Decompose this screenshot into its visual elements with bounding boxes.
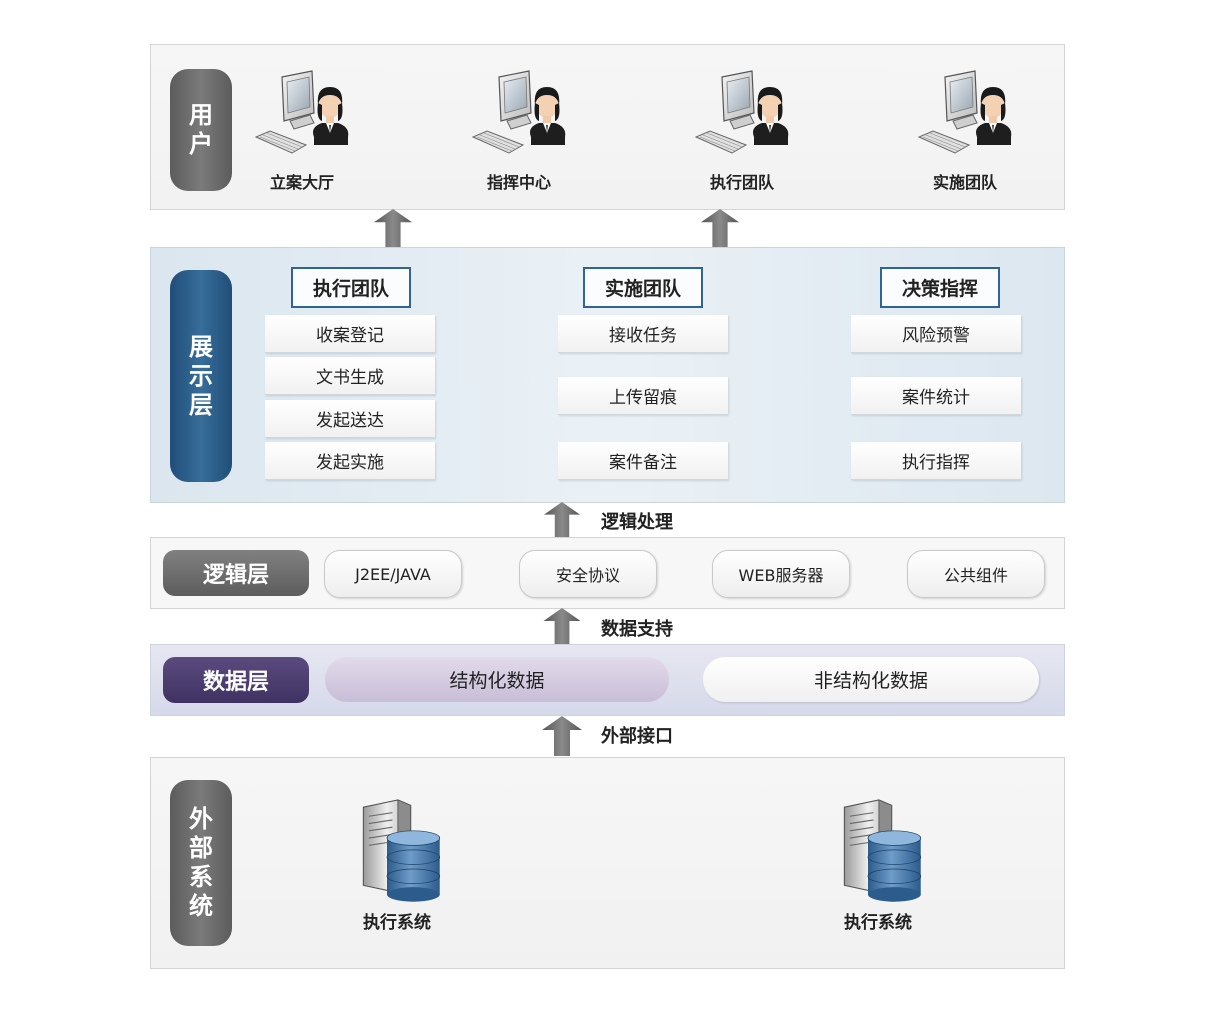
- user-computer-icon: [915, 67, 1015, 167]
- external-layer-label-char-3: 系: [189, 863, 213, 891]
- function-item[interactable]: 案件备注: [558, 442, 728, 480]
- function-item[interactable]: 文书生成: [265, 357, 435, 395]
- server-database-icon: [347, 794, 447, 904]
- data-layer: 数据层 结构化数据 非结构化数据: [150, 644, 1065, 716]
- function-item[interactable]: 风险预警: [851, 315, 1021, 353]
- user-layer-label-char-2: 户: [189, 130, 213, 158]
- function-item[interactable]: 收案登记: [265, 315, 435, 353]
- user-label: 指挥中心: [486, 173, 551, 192]
- user-layer-label-char-1: 用: [189, 101, 213, 129]
- external-system-item: 执行系统: [808, 794, 948, 933]
- user-layer: 用 户 立案大厅 指挥中心 执行团队 实施团队: [150, 44, 1065, 210]
- presentation-layer-label-char-2: 示: [189, 361, 213, 390]
- user-computer-icon: [692, 67, 792, 167]
- user-item: 实施团队: [890, 67, 1040, 193]
- function-item[interactable]: 案件统计: [851, 377, 1021, 415]
- up-arrow-icon: [542, 502, 582, 538]
- column-title-execution-team: 执行团队: [291, 267, 411, 308]
- unstructured-data[interactable]: 非结构化数据: [703, 657, 1039, 702]
- user-layer-label: 用 户: [170, 69, 232, 191]
- structured-data[interactable]: 结构化数据: [325, 657, 669, 702]
- function-item[interactable]: 发起送达: [265, 400, 435, 438]
- logic-component[interactable]: WEB服务器: [712, 550, 850, 598]
- external-system-item: 执行系统: [327, 794, 467, 933]
- external-interface-label: 外部接口: [601, 726, 673, 747]
- function-item[interactable]: 执行指挥: [851, 442, 1021, 480]
- external-system-label: 执行系统: [363, 913, 431, 933]
- logic-layer: 逻辑层 J2EE/JAVA 安全协议 WEB服务器 公共组件: [150, 537, 1065, 609]
- user-item: 立案大厅: [227, 67, 377, 193]
- function-item[interactable]: 上传留痕: [558, 377, 728, 415]
- user-item: 执行团队: [667, 67, 817, 193]
- external-layer-label-char-1: 外: [189, 805, 213, 833]
- external-layer-label: 外 部 系 统: [170, 780, 232, 946]
- presentation-layer-label-char-1: 展: [189, 332, 213, 361]
- external-layer-label-char-4: 统: [189, 892, 213, 920]
- server-database-icon: [828, 794, 928, 904]
- external-systems-layer: 外 部 系 统 执行系统 执行系统: [150, 757, 1065, 969]
- up-arrow-icon: [542, 715, 582, 757]
- function-item[interactable]: 接收任务: [558, 315, 728, 353]
- column-title-decision-command: 决策指挥: [880, 267, 1000, 308]
- up-arrow-icon: [373, 209, 413, 247]
- logic-component[interactable]: J2EE/JAVA: [324, 550, 462, 598]
- presentation-layer: 展 示 层 执行团队 收案登记 文书生成 发起送达 发起实施 实施团队 接收任务…: [150, 247, 1065, 503]
- function-item[interactable]: 发起实施: [265, 442, 435, 480]
- user-computer-icon: [469, 67, 569, 167]
- presentation-layer-label-char-3: 层: [189, 390, 213, 419]
- user-computer-icon: [252, 67, 352, 167]
- user-label: 立案大厅: [269, 173, 334, 192]
- logic-component[interactable]: 公共组件: [907, 550, 1045, 598]
- user-item: 指挥中心: [444, 67, 594, 193]
- logic-component[interactable]: 安全协议: [519, 550, 657, 598]
- external-system-label: 执行系统: [844, 913, 912, 933]
- data-support-label: 数据支持: [601, 619, 673, 640]
- user-label: 实施团队: [932, 173, 997, 192]
- presentation-layer-label: 展 示 层: [170, 270, 232, 482]
- data-layer-label: 数据层: [163, 657, 309, 703]
- logic-layer-label: 逻辑层: [163, 550, 309, 596]
- column-title-implementation-team: 实施团队: [583, 267, 703, 308]
- user-label: 执行团队: [709, 173, 774, 192]
- up-arrow-icon: [542, 608, 582, 645]
- external-layer-label-char-2: 部: [189, 834, 213, 862]
- up-arrow-icon: [700, 209, 740, 247]
- logic-processing-label: 逻辑处理: [601, 512, 673, 533]
